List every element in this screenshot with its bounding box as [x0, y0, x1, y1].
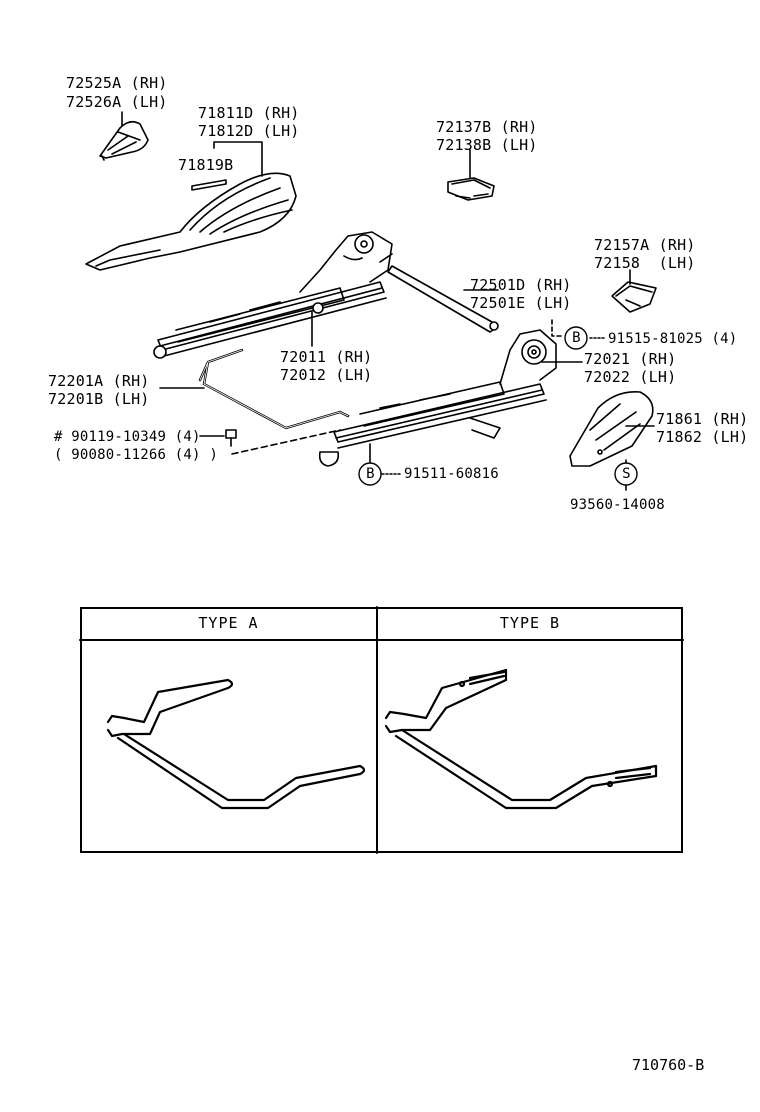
label-72201b-lh: 72201B (LH) [48, 390, 150, 408]
label-91511: 91511-60816 [404, 466, 499, 482]
label-72021-rh: 72021 (RH) [584, 350, 677, 368]
label-90080: ( 90080-11266 (4) ) [54, 447, 218, 463]
type-a-header: TYPE A [198, 614, 259, 632]
label-91515: 91515-81025 (4) [608, 331, 738, 347]
shield-71811-part [85, 172, 297, 271]
callout-b1 [564, 326, 588, 350]
type-a-bar-part [106, 678, 366, 810]
callout-s [614, 462, 638, 486]
diagram-code: 710760-B [632, 1056, 705, 1074]
label-71819: 71819B [178, 156, 234, 174]
seat-track-lower-part [318, 329, 557, 467]
callout-b1-letter: B [572, 330, 581, 346]
label-72501-rh: 72501D (RH) [470, 276, 572, 294]
label-71812-lh: 71812D (LH) [198, 122, 300, 140]
label-72158-lh: 72158 (LH) [594, 254, 696, 272]
leader-91515-dash [551, 319, 563, 337]
label-72157-rh: 72157A (RH) [594, 236, 696, 254]
knob-72525-part [99, 120, 149, 161]
label-71811-rh: 71811D (RH) [198, 104, 300, 122]
cover-72137-part [447, 177, 495, 201]
label-71861-rh: 71861 (RH) [656, 410, 749, 428]
type-b-bar-part [384, 668, 658, 810]
clip-72157-part [611, 281, 657, 313]
bolt-90119-part [225, 429, 237, 447]
type-b-header: TYPE B [499, 614, 561, 632]
label-90119: # 90119-10349 (4) [54, 429, 201, 445]
label-72011-rh: 72011 (RH) [280, 348, 373, 366]
bracket-71811 [213, 141, 263, 177]
outer-cover-71861-part [569, 391, 654, 467]
dashed-90119 [231, 429, 341, 455]
callout-b2 [358, 462, 382, 486]
seat-track-upper-part [153, 231, 393, 359]
callout-b2-letter: B [366, 466, 375, 482]
label-72138-lh: 72138B (LH) [436, 136, 538, 154]
label-72201a-rh: 72201A (RH) [48, 372, 150, 390]
label-72526-lh: 72526A (LH) [66, 93, 168, 111]
label-72012-lh: 72012 (LH) [280, 366, 373, 384]
rod-72501-part [387, 265, 499, 333]
label-72137-rh: 72137B (RH) [436, 118, 538, 136]
strip-71819-part [191, 179, 227, 191]
label-93560: 93560-14008 [570, 497, 665, 513]
callout-s-letter: S [622, 466, 631, 482]
label-71862-lh: 71862 (LH) [656, 428, 749, 446]
label-72525-rh: 72525A (RH) [66, 74, 168, 92]
label-72501e-lh: 72501E (LH) [470, 294, 572, 312]
type-table [80, 607, 683, 853]
label-72022-lh: 72022 (LH) [584, 368, 677, 386]
